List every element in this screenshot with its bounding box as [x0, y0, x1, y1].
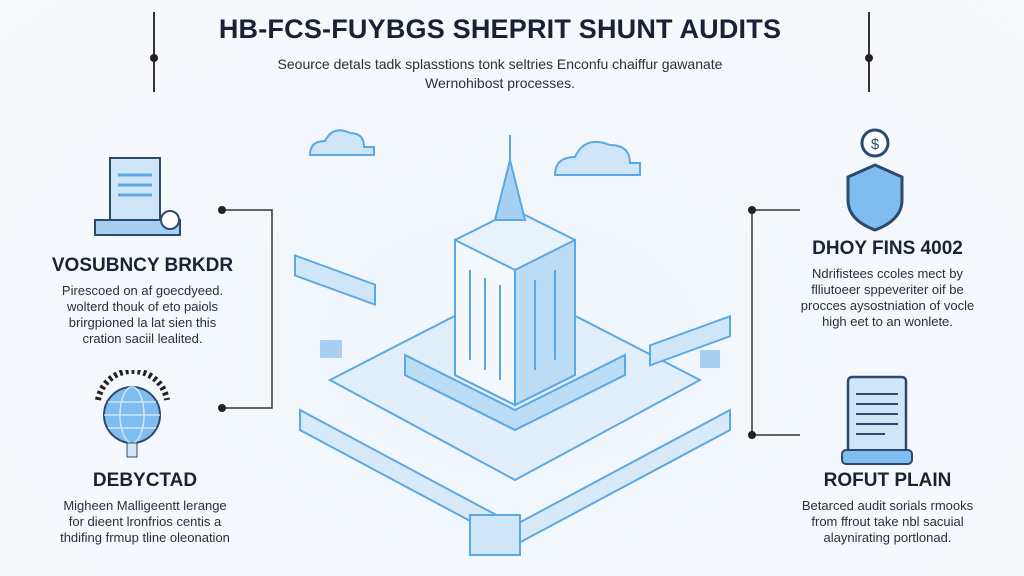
description-line: from ffrout take nbl sacuial: [811, 514, 964, 529]
panel-description: Pirescoed on af goecdyeed. wolterd thouk…: [25, 283, 260, 347]
description-line: brirgpioned la lat sien this: [68, 315, 217, 330]
cloud-icon: [553, 141, 641, 176]
globe-icon: [95, 370, 170, 458]
panel-heading: DEBYCTAD: [92, 470, 198, 491]
description-line: thdifing frmup tline oleonation: [60, 530, 230, 545]
left-panel-1: VOSUBNCY BRKDR Pirescoed on af goecdyeed…: [25, 255, 260, 347]
divider: [868, 12, 870, 92]
right-panel-2: ROFUT PLAIN Betarced audit sorials rmook…: [770, 470, 1005, 546]
panel-description: Betarced audit sorials rmooks from ffrou…: [770, 498, 1005, 546]
description-line: Betarced audit sorials rmooks: [801, 498, 974, 513]
panel-heading: DHOY FINS 4002: [812, 238, 963, 259]
page-subtitle: Seource detals tadk splasstions tonk sel…: [200, 55, 800, 93]
description-line: high eet to an wonlete.: [822, 314, 953, 329]
svg-text:$: $: [871, 136, 880, 153]
connector-dot: [865, 54, 873, 62]
divider: [153, 12, 155, 92]
report-document-icon: [841, 375, 913, 465]
description-line: flliutoeer sppeveriter oif be: [811, 282, 964, 297]
document-gear-icon: [94, 157, 181, 236]
panel-heading: ROFUT PLAIN: [823, 470, 952, 491]
description-line: for dieent lronfrios centis a: [68, 514, 222, 529]
panel-description: Ndrifistees ccoles mect by flliutoeer sp…: [770, 266, 1005, 330]
description-line: procces aysostniation of vocle: [800, 298, 975, 313]
panel-heading: VOSUBNCY BRKDR: [51, 255, 234, 276]
left-panel-2: DEBYCTAD Migheen Malligeentt lerange for…: [25, 470, 265, 546]
cloud-icon: [308, 129, 375, 156]
description-line: alaynirating portlonad.: [823, 530, 952, 545]
page-title: HB-FCS-FUYBGS SHEPRIT SHUNT AUDITS: [218, 14, 782, 44]
subtitle-line: Wernohibost processes.: [425, 75, 575, 91]
cube-icon: [700, 350, 720, 368]
shield-dollar-icon: $: [846, 128, 904, 232]
panel-description: Migheen Malligeentt lerange for dieent l…: [25, 498, 265, 546]
description-line: Ndrifistees ccoles mect by: [812, 266, 963, 281]
description-line: cration saciil lealited.: [82, 331, 203, 346]
subtitle-line: Seource detals tadk splasstions tonk sel…: [277, 56, 723, 72]
description-line: wolterd thouk of eto paiols: [66, 299, 219, 314]
cube-icon: [320, 340, 342, 358]
central-building-illustration: [294, 129, 731, 556]
description-line: Pirescoed on af goecdyeed.: [61, 283, 224, 298]
connector-dot: [150, 54, 158, 62]
description-line: Migheen Malligeentt lerange: [63, 498, 227, 513]
right-panel-1: DHOY FINS 4002 Ndrifistees ccoles mect b…: [770, 238, 1005, 330]
